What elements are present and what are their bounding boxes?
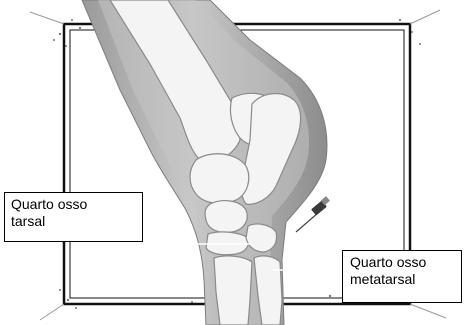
fourth-tarsal-label: Quarto osso tarsal [4,192,143,242]
metatarsal-bones [214,256,282,325]
fourth-metatarsal-label: Quarto osso metatarsal [342,250,462,303]
tarsal-label-line1: Quarto osso [11,196,136,213]
metatarsal-label-line2: metatarsal [350,271,455,288]
tarsal-label-line2: tarsal [11,213,136,230]
metatarsal-label-line1: Quarto osso [350,254,455,271]
